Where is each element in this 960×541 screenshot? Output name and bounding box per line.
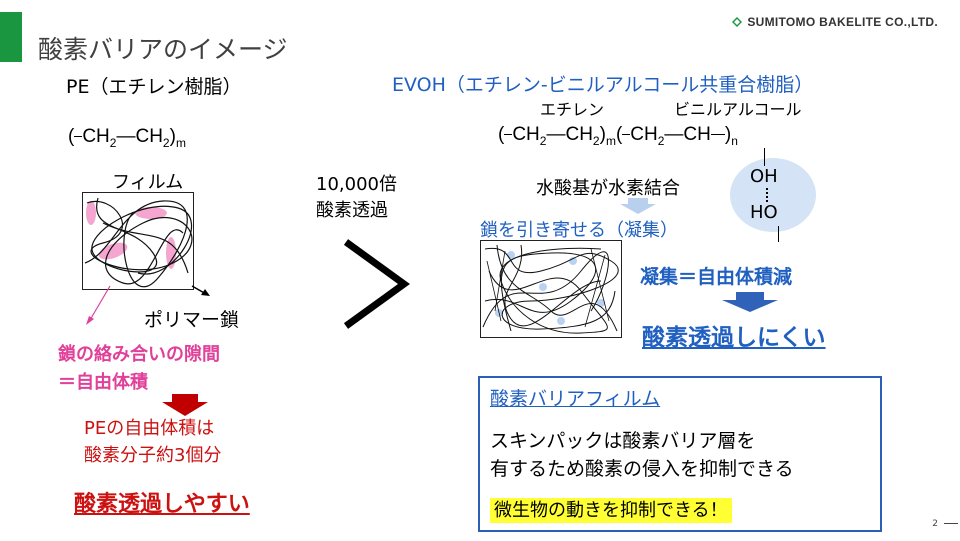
evoh-title: EVOH（エチレン-ビニルアルコール共重合樹脂） xyxy=(392,74,814,96)
pull-chains-text: 鎖を引き寄せる（凝集） xyxy=(480,220,678,241)
oh-bond xyxy=(764,148,765,166)
film-label: フィルム xyxy=(112,172,184,193)
dense-polymer-tangle xyxy=(482,244,619,334)
box-line-2: 有するため酸素の侵入を抑制できる xyxy=(490,458,794,480)
ratio-label: 酸素透過 xyxy=(316,200,388,221)
pe-film-diagram xyxy=(82,192,194,290)
pointer-arrows xyxy=(86,285,210,325)
sub-2-c: 2 xyxy=(657,133,665,148)
highlight-text: 微生物の動きを抑制できる！ xyxy=(490,498,732,523)
bracket-left: ( xyxy=(68,126,75,147)
ratio-value: 10,000倍 xyxy=(316,174,397,195)
ho-bond xyxy=(778,226,779,242)
hydrogen-bond-text: 水酸基が水素結合 xyxy=(536,178,680,199)
bond: — xyxy=(116,126,136,147)
pe-volume-text-2: 酸素分子約3個分 xyxy=(84,445,222,466)
free-volume xyxy=(135,207,167,219)
aggregation-text: 凝集＝自由体積減 xyxy=(640,266,793,288)
oh-label: OH xyxy=(750,166,778,187)
pe-formula: (CH2—CH2)m xyxy=(68,126,186,150)
box-title: 酸素バリアフィルム xyxy=(490,388,661,410)
down-arrow-blue-icon xyxy=(722,292,778,312)
page-number: 2 xyxy=(932,519,938,529)
evoh-formula: (CH2—CH2)m(CH2—CH)n xyxy=(498,124,738,148)
sub-m: m xyxy=(175,135,186,150)
evoh-conclusion: 酸素透過しにくい xyxy=(642,325,826,351)
box-line-1: スキンパックは酸素バリア層を xyxy=(490,430,756,452)
gap-text-1: 鎖の絡み合いの隙間 xyxy=(58,344,220,365)
logo-text: SUMITOMO BAKELITE CO.,LTD. xyxy=(747,15,938,29)
ch: CH xyxy=(683,124,711,145)
company-logo: SUMITOMO BAKELITE CO.,LTD. xyxy=(732,15,938,29)
oxygen-barrier-box: 酸素バリアフィルム スキンパックは酸素バリア層を 有するため酸素の侵入を抑制でき… xyxy=(478,376,882,532)
sub-n: n xyxy=(731,133,738,148)
down-arrow-red-icon xyxy=(162,394,208,416)
ch2-c: CH xyxy=(630,124,658,145)
gap-text-2: ＝自由体積 xyxy=(58,372,148,393)
ch2-b: CH xyxy=(135,126,163,147)
polymer-tangle xyxy=(84,197,193,288)
ch2-a: CH xyxy=(512,124,540,145)
sub-m: m xyxy=(605,133,616,148)
bracket-right: ) xyxy=(169,126,176,147)
evoh-film-diagram xyxy=(480,240,622,338)
hydroxyl-highlight xyxy=(730,158,816,232)
greater-than-icon xyxy=(343,239,410,329)
ho-label: HO xyxy=(750,202,778,223)
pe-conclusion: 酸素透過しやすい xyxy=(74,492,250,517)
sub-2-a: 2 xyxy=(109,135,117,150)
sub-2-a: 2 xyxy=(539,133,547,148)
page-line xyxy=(944,523,958,524)
diamond-leaf-icon xyxy=(732,17,743,27)
down-arrow-light-icon xyxy=(620,198,656,214)
vinyl-alcohol-label: ビニルアルコール xyxy=(674,100,802,119)
box-highlight: 微生物の動きを抑制できる！ xyxy=(490,496,732,523)
hydrogen-bond-dots xyxy=(766,188,768,202)
accent-bar xyxy=(0,12,22,62)
ch2-a: CH xyxy=(82,126,110,147)
sub-2-b: 2 xyxy=(592,133,600,148)
sub-2-b: 2 xyxy=(162,135,170,150)
ethylene-label: エチレン xyxy=(540,100,605,119)
pe-title: PE（エチレン樹脂） xyxy=(66,76,242,98)
ch2-b: CH xyxy=(565,124,593,145)
free-volume xyxy=(86,201,96,225)
polymer-chain-label: ポリマー鎖 xyxy=(144,309,240,331)
page-title: 酸素バリアのイメージ xyxy=(38,35,288,64)
pe-volume-text-1: PEの自由体積は xyxy=(84,418,215,439)
